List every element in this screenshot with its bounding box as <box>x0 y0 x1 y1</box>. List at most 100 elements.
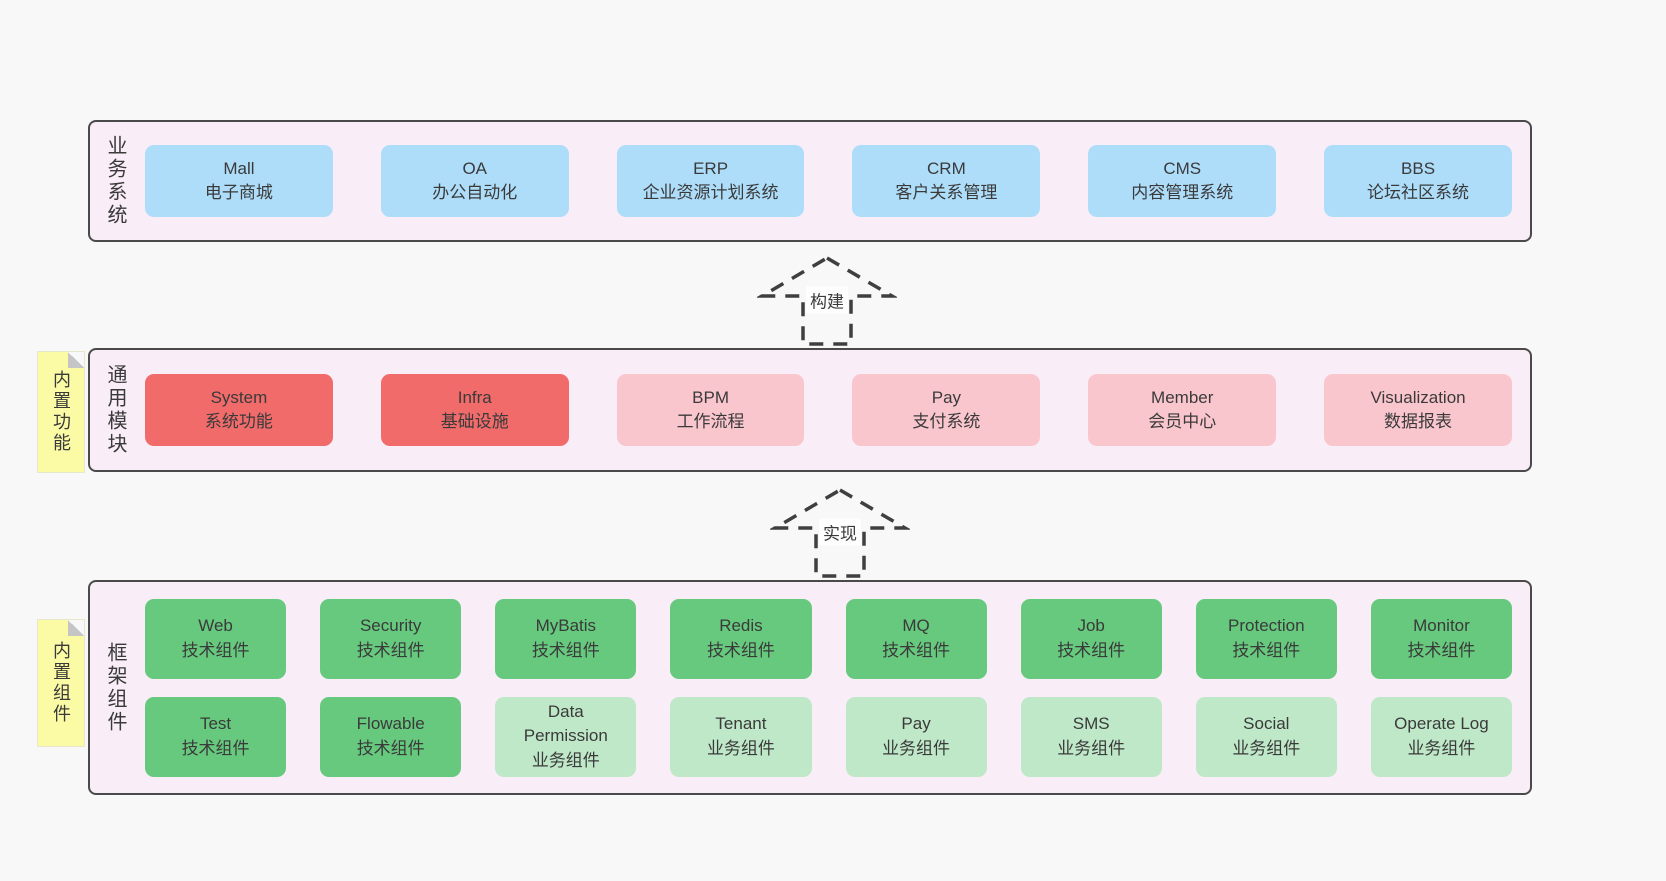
module-box-data-permission: Data Permission 业务组件 <box>495 696 637 777</box>
module-name: ERP <box>693 158 729 178</box>
module-name: CRM <box>927 158 966 178</box>
module-name: Infra <box>457 387 492 407</box>
module-box-crm: CRM 客户关系管理 <box>852 145 1041 217</box>
module-name: Pay <box>901 714 931 734</box>
module-subtitle: 技术组件 <box>356 738 425 758</box>
module-box-visualization: Visualization 数据报表 <box>1324 374 1512 446</box>
module-subtitle: 业务组件 <box>882 738 951 758</box>
module-subtitle: 论坛社区系统 <box>1367 183 1470 202</box>
module-subtitle: 电子商城 <box>204 183 273 202</box>
module-subtitle: 客户关系管理 <box>895 183 998 202</box>
up-arrow-icon <box>757 255 897 346</box>
module-box-tenant: Tenant 业务组件 <box>670 696 812 777</box>
band-label-container: 框架组件 <box>90 582 145 793</box>
module-subtitle: 业务组件 <box>531 750 600 770</box>
module-name: Mall <box>223 158 255 178</box>
band-label-business-systems: 业务系统 <box>104 135 126 227</box>
sticky-fold-corner-icon <box>68 620 84 636</box>
module-name: Test <box>199 714 232 734</box>
module-box-erp: ERP 企业资源计划系统 <box>616 145 805 217</box>
module-subtitle: 技术组件 <box>706 640 775 660</box>
up-arrow-icon <box>770 487 910 578</box>
arrow-implement-label: 实现 <box>819 518 861 546</box>
module-subtitle: 业务组件 <box>1232 738 1301 758</box>
band-rows: System 系统功能 Infra 基础设施 BPM 工作流程 Pay 支付系统 Member 会… <box>145 350 1530 470</box>
module-subtitle: 系统功能 <box>204 412 273 431</box>
module-name: Tenant <box>715 714 767 734</box>
module-subtitle: 技术组件 <box>1232 640 1301 660</box>
sticky-note-text: 内置组件 <box>51 641 71 725</box>
module-row: System 系统功能 Infra 基础设施 BPM 工作流程 Pay 支付系统 Member 会… <box>145 374 1512 446</box>
module-box-infra: Infra 基础设施 <box>380 374 569 446</box>
module-box-pay: Pay 业务组件 <box>845 696 987 777</box>
module-name: CMS <box>1163 158 1202 178</box>
module-name: Member <box>1151 387 1214 407</box>
module-subtitle: 技术组件 <box>181 738 250 758</box>
module-name: MyBatis <box>535 616 597 636</box>
module-subtitle: 企业资源计划系统 <box>642 183 779 202</box>
module-name: MQ <box>902 616 930 636</box>
module-subtitle: 业务组件 <box>1057 738 1126 758</box>
module-name: Social <box>1243 714 1290 734</box>
arrow-build-label: 构建 <box>806 286 848 314</box>
module-box-mybatis: MyBatis 技术组件 <box>495 598 637 679</box>
module-name: SMS <box>1072 714 1110 734</box>
module-subtitle: 技术组件 <box>356 640 425 660</box>
module-subtitle: 支付系统 <box>912 412 981 431</box>
module-subtitle: 内容管理系统 <box>1131 183 1234 202</box>
module-subtitle: 技术组件 <box>181 640 250 660</box>
band-common-modules: 通用模块 System 系统功能 Infra 基础设施 BPM 工作流程 Pay 支付系统 Me… <box>88 348 1532 472</box>
module-subtitle: 业务组件 <box>1407 738 1476 758</box>
module-box-pay: Pay 支付系统 <box>852 374 1041 446</box>
module-box-security: Security 技术组件 <box>320 598 462 679</box>
module-name: Security <box>359 616 422 636</box>
module-name: BPM <box>692 387 729 407</box>
module-name: Job <box>1077 616 1105 636</box>
module-box-system: System 系统功能 <box>145 374 333 446</box>
module-box-protection: Protection 技术组件 <box>1195 598 1337 679</box>
module-subtitle: 基础设施 <box>440 412 509 431</box>
module-box-sms: SMS 业务组件 <box>1020 696 1162 777</box>
module-name: Flowable <box>356 714 425 734</box>
module-subtitle: 技术组件 <box>531 640 600 660</box>
module-name: Visualization <box>1370 387 1466 407</box>
sticky-note-text: 内置功能 <box>51 370 71 454</box>
module-subtitle: 工作流程 <box>676 412 745 431</box>
sticky-note-builtin-features: 内置功能 <box>38 352 84 472</box>
module-name: System <box>210 387 268 407</box>
module-name: Redis <box>719 616 763 636</box>
module-box-social: Social 业务组件 <box>1195 696 1337 777</box>
module-subtitle: 技术组件 <box>882 640 951 660</box>
band-label-common-modules: 通用模块 <box>104 364 126 456</box>
module-name: Data Permission <box>523 702 608 746</box>
module-subtitle: 业务组件 <box>706 738 775 758</box>
module-box-bpm: BPM 工作流程 <box>616 374 805 446</box>
module-box-flowable: Flowable 技术组件 <box>320 696 462 777</box>
module-name: Pay <box>931 387 962 407</box>
module-name: OA <box>462 158 488 178</box>
module-name: Protection <box>1228 616 1305 636</box>
module-box-mq: MQ 技术组件 <box>845 598 987 679</box>
arrow-implement: 实现 <box>770 487 910 579</box>
module-box-mall: Mall 电子商城 <box>145 145 333 217</box>
module-box-web: Web 技术组件 <box>145 598 287 679</box>
module-box-redis: Redis 技术组件 <box>670 598 812 679</box>
module-name: BBS <box>1401 158 1436 178</box>
module-box-bbs: BBS 论坛社区系统 <box>1324 145 1512 217</box>
sticky-fold-corner-icon <box>68 352 84 368</box>
module-subtitle: 会员中心 <box>1148 412 1217 431</box>
module-subtitle: 数据报表 <box>1384 412 1453 431</box>
module-name: Web <box>198 616 233 636</box>
